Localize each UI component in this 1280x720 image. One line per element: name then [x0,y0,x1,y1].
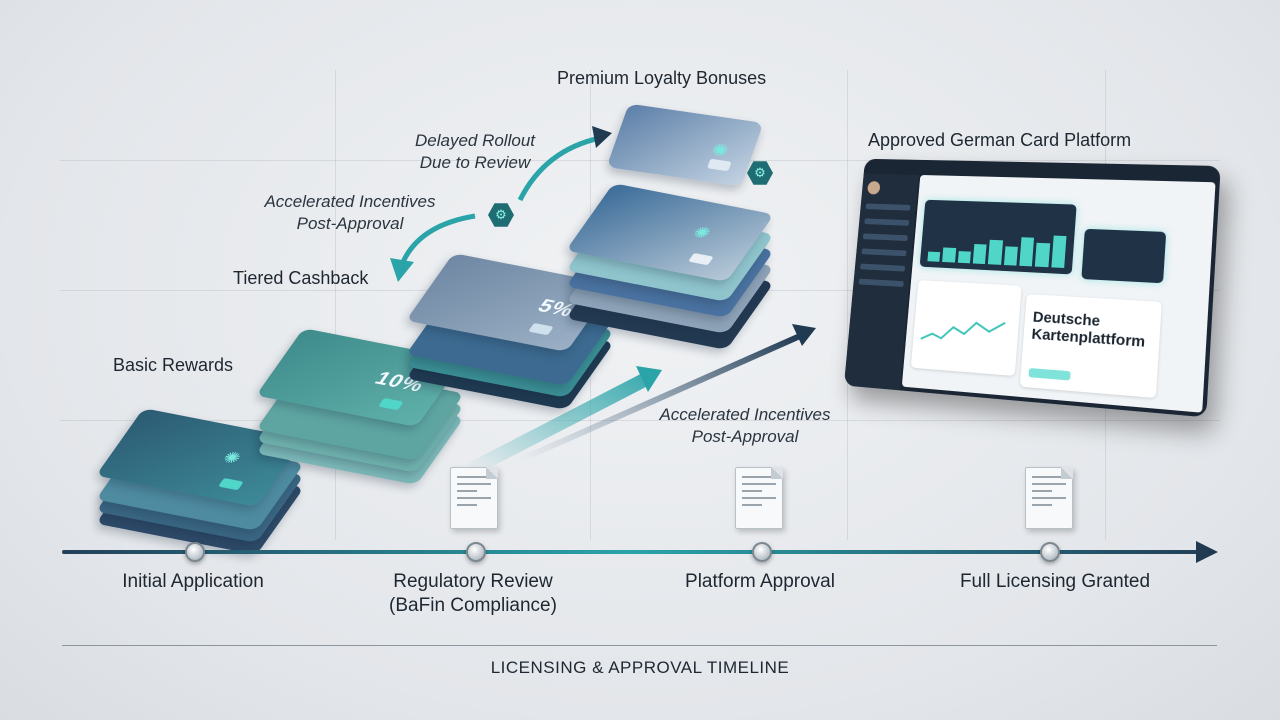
bar-chart [927,229,1067,269]
diagonal-arrow-teal-head [636,366,662,392]
timeline-node [752,542,772,562]
stage-full-licensing: Full Licensing Granted [959,571,1151,592]
timeline-node [185,542,205,562]
timeline-node [466,542,486,562]
sidebar-item[interactable] [858,278,904,287]
sun-icon: ✺ [688,224,715,243]
sun-icon: ✺ [218,449,245,468]
delayed-rollout-label: Delayed Rollout Due to Review [414,131,535,172]
card-chip-icon [528,322,554,336]
badge-icon: ⚙ [747,161,773,185]
document-icon [450,467,498,529]
footer-divider [62,645,1217,646]
curved-arrow-down-head [390,258,414,282]
badge-icon: ⚙ [488,203,514,227]
tiered-cashback-label: Tiered Cashback [233,268,369,288]
card-chip-icon [378,397,404,411]
card-chip-icon [218,477,244,491]
document-icon [1025,467,1073,529]
diagonal-arrow-navy-head [792,324,816,346]
approved-platform-label: Approved German Card Platform [868,130,1132,150]
sidebar-item[interactable] [864,218,910,226]
dashboard-tablet: Deutsche Kartenplattform [843,158,1221,418]
premium-loyalty-stack: ✺ [565,165,780,350]
card-panel [1081,228,1167,284]
line-chart [911,280,1022,376]
sidebar-item[interactable] [865,203,911,211]
sidebar-item[interactable] [862,233,908,242]
diagonal-arrow-navy [518,333,802,463]
document-icon [735,467,783,529]
timeline-axis [62,550,1197,554]
line-chart-panel [910,280,1022,377]
curved-arrow-up [517,135,601,202]
timeline-node [1040,542,1060,562]
platform-panel: Deutsche Kartenplattform [1019,294,1162,399]
accelerated-incentives-top-label: Accelerated Incentives Post-Approval [264,192,436,233]
stage-platform-approval: Platform Approval [685,571,835,592]
timeline-arrow-icon [1196,541,1218,563]
sidebar-item[interactable] [861,248,907,257]
card-chip-icon [688,252,714,266]
footer-title: LICENSING & APPROVAL TIMELINE [490,658,790,677]
sidebar-item[interactable] [860,263,906,272]
curved-arrow-up-head [592,126,612,148]
premium-loyalty-label: Premium Loyalty Bonuses [557,68,767,88]
curved-arrow-down [400,213,476,264]
avatar [867,181,881,195]
accelerated-incentives-bottom-label: Accelerated Incentives Post-Approval [659,405,831,446]
platform-title: Deutsche Kartenplattform [1030,308,1146,351]
diagonal-arrow-teal [466,371,652,477]
basic-rewards-label: Basic Rewards [113,355,234,375]
grid-line [847,70,848,540]
dashboard-main: Deutsche Kartenplattform [901,174,1216,413]
platform-action-button[interactable] [1028,367,1071,381]
stage-initial-application: Initial Application [122,571,264,592]
card-chip-icon [707,158,732,172]
grid-line [60,420,1220,421]
stage-regulatory-review: Regulatory Review (BaFin Compliance) [389,571,557,616]
grid-line [335,70,336,540]
chart-panel [919,199,1077,275]
